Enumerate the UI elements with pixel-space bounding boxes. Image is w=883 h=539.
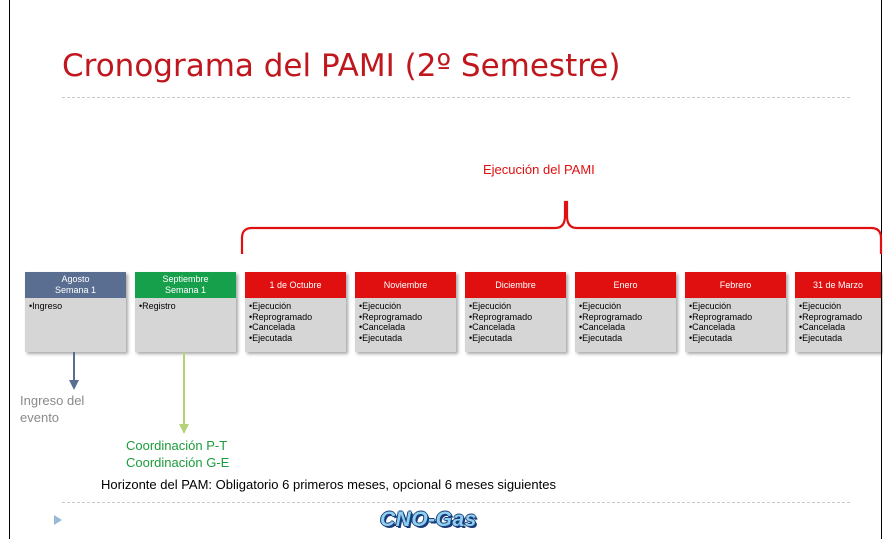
month-card-body: •Ejecución •Reprogramado •Cancelada •Eje… [355, 298, 456, 343]
month-label: Febrero [719, 279, 752, 290]
month-label: 31 de Marzo [812, 279, 864, 290]
month-item: •Ejecutada [249, 332, 293, 343]
month-card-noviembre: Noviembre •Ejecución •Reprogramado •Canc… [355, 272, 456, 352]
stage-card-header: Septiembre Semana 1 [135, 272, 236, 298]
stage-card-header: Agosto Semana 1 [25, 272, 126, 298]
coordination-note-line1: Coordinación P-T [126, 438, 228, 453]
month-card-header: Febrero [685, 272, 786, 298]
month-card-header: 31 de Marzo [795, 272, 881, 298]
month-card-body: •Ejecución •Reprogramado •Cancelada •Eje… [575, 298, 676, 343]
month-card-header: Noviembre [355, 272, 456, 298]
month-card-body: •Ejecución •Reprogramado •Cancelada •Eje… [245, 298, 346, 343]
stage-header-line1: Agosto [61, 274, 90, 284]
month-item: •Ejecutada [799, 332, 843, 343]
frame-border-left [9, 0, 10, 539]
month-item: •Ejecutada [359, 332, 403, 343]
month-item: •Cancelada [579, 322, 626, 332]
month-item: •Reprogramado [689, 311, 753, 322]
month-card-marzo: 31 de Marzo •Ejecución •Reprogramado •Ca… [795, 272, 881, 352]
month-item: •Reprogramado [359, 311, 423, 322]
month-item: •Reprogramado [579, 311, 643, 322]
month-item: •Ejecución [359, 301, 402, 311]
month-card-febrero: Febrero •Ejecución •Reprogramado •Cancel… [685, 272, 786, 352]
stage-item: •Ingreso [29, 301, 63, 311]
month-card-header: Diciembre [465, 272, 566, 298]
month-item: •Reprogramado [799, 311, 863, 322]
coordination-note-line2: Coordinación G-E [126, 455, 230, 470]
month-label: Diciembre [495, 279, 536, 290]
slide-title: Cronograma del PAMI (2º Semestre) [62, 48, 621, 84]
stage-item: •Registro [139, 301, 176, 311]
month-item: •Ejecutada [579, 332, 623, 343]
month-item: •Reprogramado [469, 311, 533, 322]
month-card-diciembre: Diciembre •Ejecución •Reprogramado •Canc… [465, 272, 566, 352]
month-item: •Ejecución [579, 301, 622, 311]
month-item: •Cancelada [799, 322, 846, 332]
month-item: •Ejecución [799, 301, 842, 311]
month-item: •Cancelada [359, 322, 406, 332]
month-item: •Cancelada [249, 322, 296, 332]
coordination-note: Coordinación P-T Coordinación G-E [126, 437, 229, 471]
footer-divider [62, 502, 850, 503]
month-card-enero: Enero •Ejecución •Reprogramado •Cancelad… [575, 272, 676, 352]
month-card-body: •Ejecución •Reprogramado •Cancelada •Eje… [685, 298, 786, 343]
month-item: •Ejecución [249, 301, 292, 311]
curly-brace [240, 200, 883, 254]
ingreso-note: Ingreso del evento [20, 392, 84, 426]
month-label: 1 de Octubre [269, 279, 322, 290]
month-card-header: Enero [575, 272, 676, 298]
month-item: •Cancelada [469, 322, 516, 332]
month-item: •Ejecución [689, 301, 732, 311]
down-arrow-icon [69, 352, 79, 390]
month-card-header: 1 de Octubre [245, 272, 346, 298]
stage-card-septiembre: Septiembre Semana 1 •Registro [135, 272, 236, 352]
month-label: Enero [613, 279, 638, 290]
month-item: •Cancelada [689, 322, 736, 332]
stage-header-line2: Semana 1 [54, 285, 97, 295]
play-icon[interactable] [54, 515, 62, 525]
month-card-body: •Ejecución •Reprogramado •Cancelada •Eje… [465, 298, 566, 343]
horizon-text: Horizonte del PAM: Obligatorio 6 primero… [101, 477, 556, 492]
stage-card-body: •Ingreso [25, 298, 126, 312]
month-item: •Reprogramado [249, 311, 313, 322]
month-item: •Ejecutada [689, 332, 733, 343]
stage-header-line2: Semana 1 [164, 285, 207, 295]
execution-label: Ejecución del PAMI [483, 162, 595, 177]
month-item: •Ejecutada [469, 332, 513, 343]
month-item: •Ejecución [469, 301, 512, 311]
title-divider [62, 97, 850, 98]
stage-card-agosto: Agosto Semana 1 •Ingreso [25, 272, 126, 352]
down-arrow-icon [179, 352, 189, 434]
ingreso-note-line1: Ingreso del [20, 393, 85, 408]
month-label: Noviembre [383, 279, 428, 290]
month-card-body: •Ejecución •Reprogramado •Cancelada •Eje… [795, 298, 881, 343]
ingreso-note-line2: evento [20, 410, 60, 425]
cno-gas-logo: CNO-Gas [380, 508, 477, 531]
month-card-octubre: 1 de Octubre •Ejecución •Reprogramado •C… [245, 272, 346, 352]
frame-border-right [881, 0, 882, 539]
stage-header-line1: Septiembre [162, 274, 209, 284]
stage-card-body: •Registro [135, 298, 236, 312]
